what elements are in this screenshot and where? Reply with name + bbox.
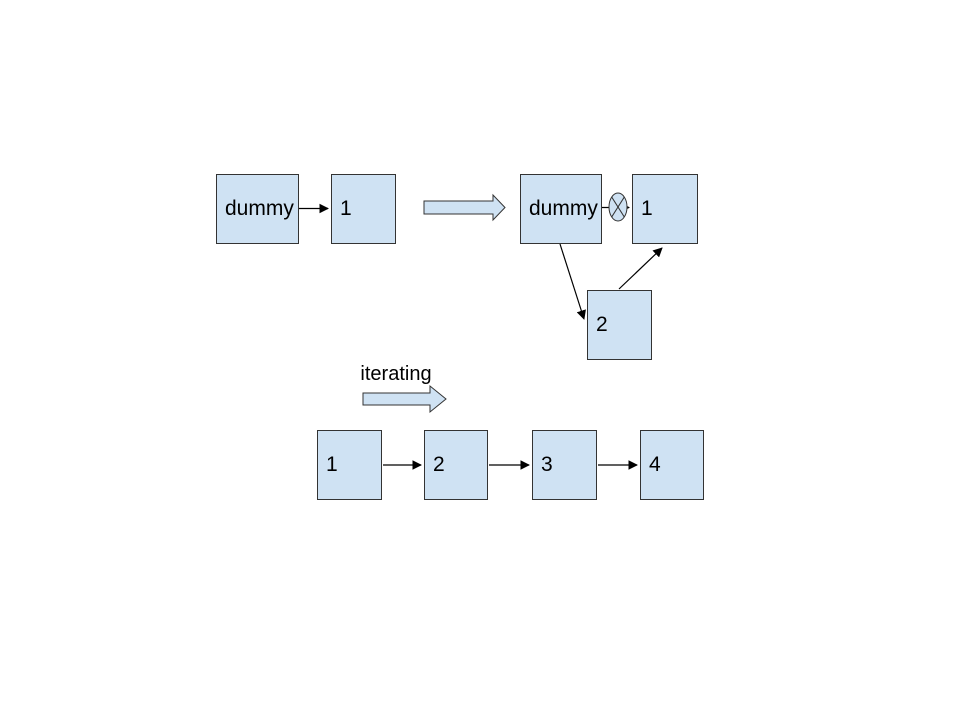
node-label: 1 (326, 453, 338, 476)
node-label: 2 (433, 453, 445, 476)
node-label: 1 (641, 197, 653, 220)
node-label: 1 (340, 197, 352, 220)
node-label: dummy (529, 197, 598, 220)
node-label: dummy (225, 197, 294, 220)
node-list-3: 3 (532, 430, 597, 500)
node-after-1: 1 (632, 174, 698, 244)
arrow-after-dummy-to-2 (559, 243, 586, 320)
node-after-2: 2 (587, 290, 652, 360)
node-label: 4 (649, 453, 661, 476)
node-label: 3 (541, 453, 553, 476)
crossed-circle-icon (608, 192, 628, 222)
transform-block-arrow-icon (423, 193, 506, 222)
node-list-2: 2 (424, 430, 488, 500)
arrow-after-2-to-1 (618, 247, 663, 290)
node-before-1: 1 (331, 174, 396, 244)
iterating-label: iterating (360, 363, 432, 385)
node-list-1: 1 (317, 430, 382, 500)
node-label: 2 (596, 313, 608, 336)
node-before-dummy: dummy (216, 174, 299, 244)
node-after-dummy: dummy (520, 174, 602, 244)
iterating-block-arrow-icon (362, 384, 447, 414)
node-list-4: 4 (640, 430, 704, 500)
